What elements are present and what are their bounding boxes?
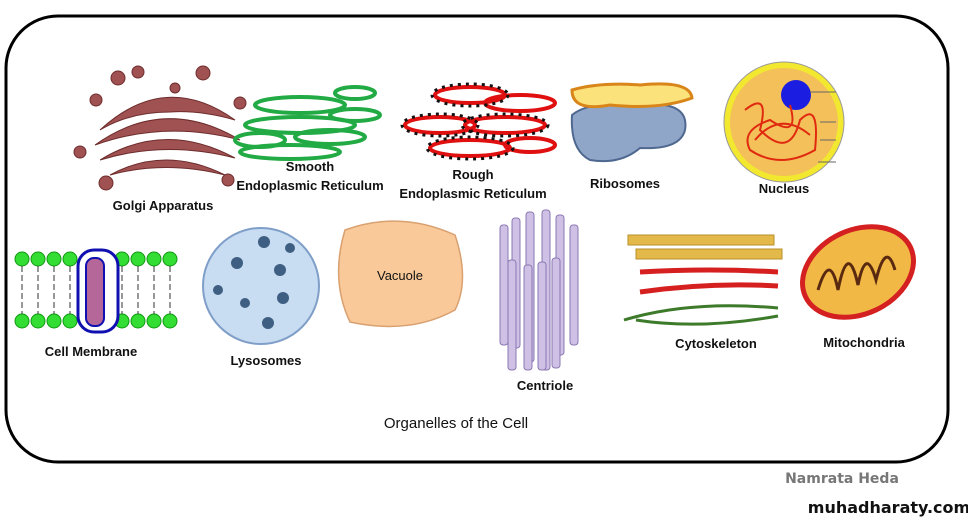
label-vacuole: Vacuole <box>376 268 424 283</box>
ribosome-dots <box>400 82 550 161</box>
label-golgi-apparatus: Golgi Apparatus <box>112 198 214 213</box>
label-rough-er-line2: Endoplasmic Reticulum <box>399 186 547 201</box>
golgi-apparatus-illustration <box>73 65 247 191</box>
cytoskeleton-illustration <box>623 234 783 326</box>
diagram-title: Organelles of the Cell <box>383 415 529 432</box>
label-cell-membrane: Cell Membrane <box>44 344 138 359</box>
label-rough-er-line1: Rough <box>452 167 494 182</box>
label-smooth-er-line2: Endoplasmic Reticulum <box>236 178 384 193</box>
label-cytoskeleton: Cytoskeleton <box>675 336 757 351</box>
mitochondria-illustration <box>800 224 916 320</box>
label-rough-er: Rough Endoplasmic Reticulum <box>399 165 546 203</box>
label-centriole: Centriole <box>516 378 574 393</box>
author-credit: Namrata Heda <box>785 471 899 487</box>
watermark-site: muhadharaty.com <box>807 498 968 517</box>
label-smooth-er-line1: Smooth <box>285 159 335 174</box>
vacuole-illustration <box>337 220 464 328</box>
centriole-illustration <box>499 209 579 371</box>
label-lysosomes: Lysosomes <box>230 353 302 368</box>
label-nucleus: Nucleus <box>758 181 810 196</box>
rough-er-illustration <box>403 85 557 158</box>
cell-membrane-illustration <box>14 248 178 334</box>
ribosomes-illustration <box>570 82 694 163</box>
label-mitochondria: Mitochondria <box>823 335 905 350</box>
lysosome-illustration <box>202 227 320 345</box>
frame <box>4 14 950 464</box>
smooth-er-illustration <box>233 85 382 161</box>
nucleus-illustration <box>723 61 845 183</box>
label-smooth-er: Smooth Endoplasmic Reticulum <box>236 157 383 195</box>
label-ribosomes: Ribosomes <box>589 176 661 191</box>
